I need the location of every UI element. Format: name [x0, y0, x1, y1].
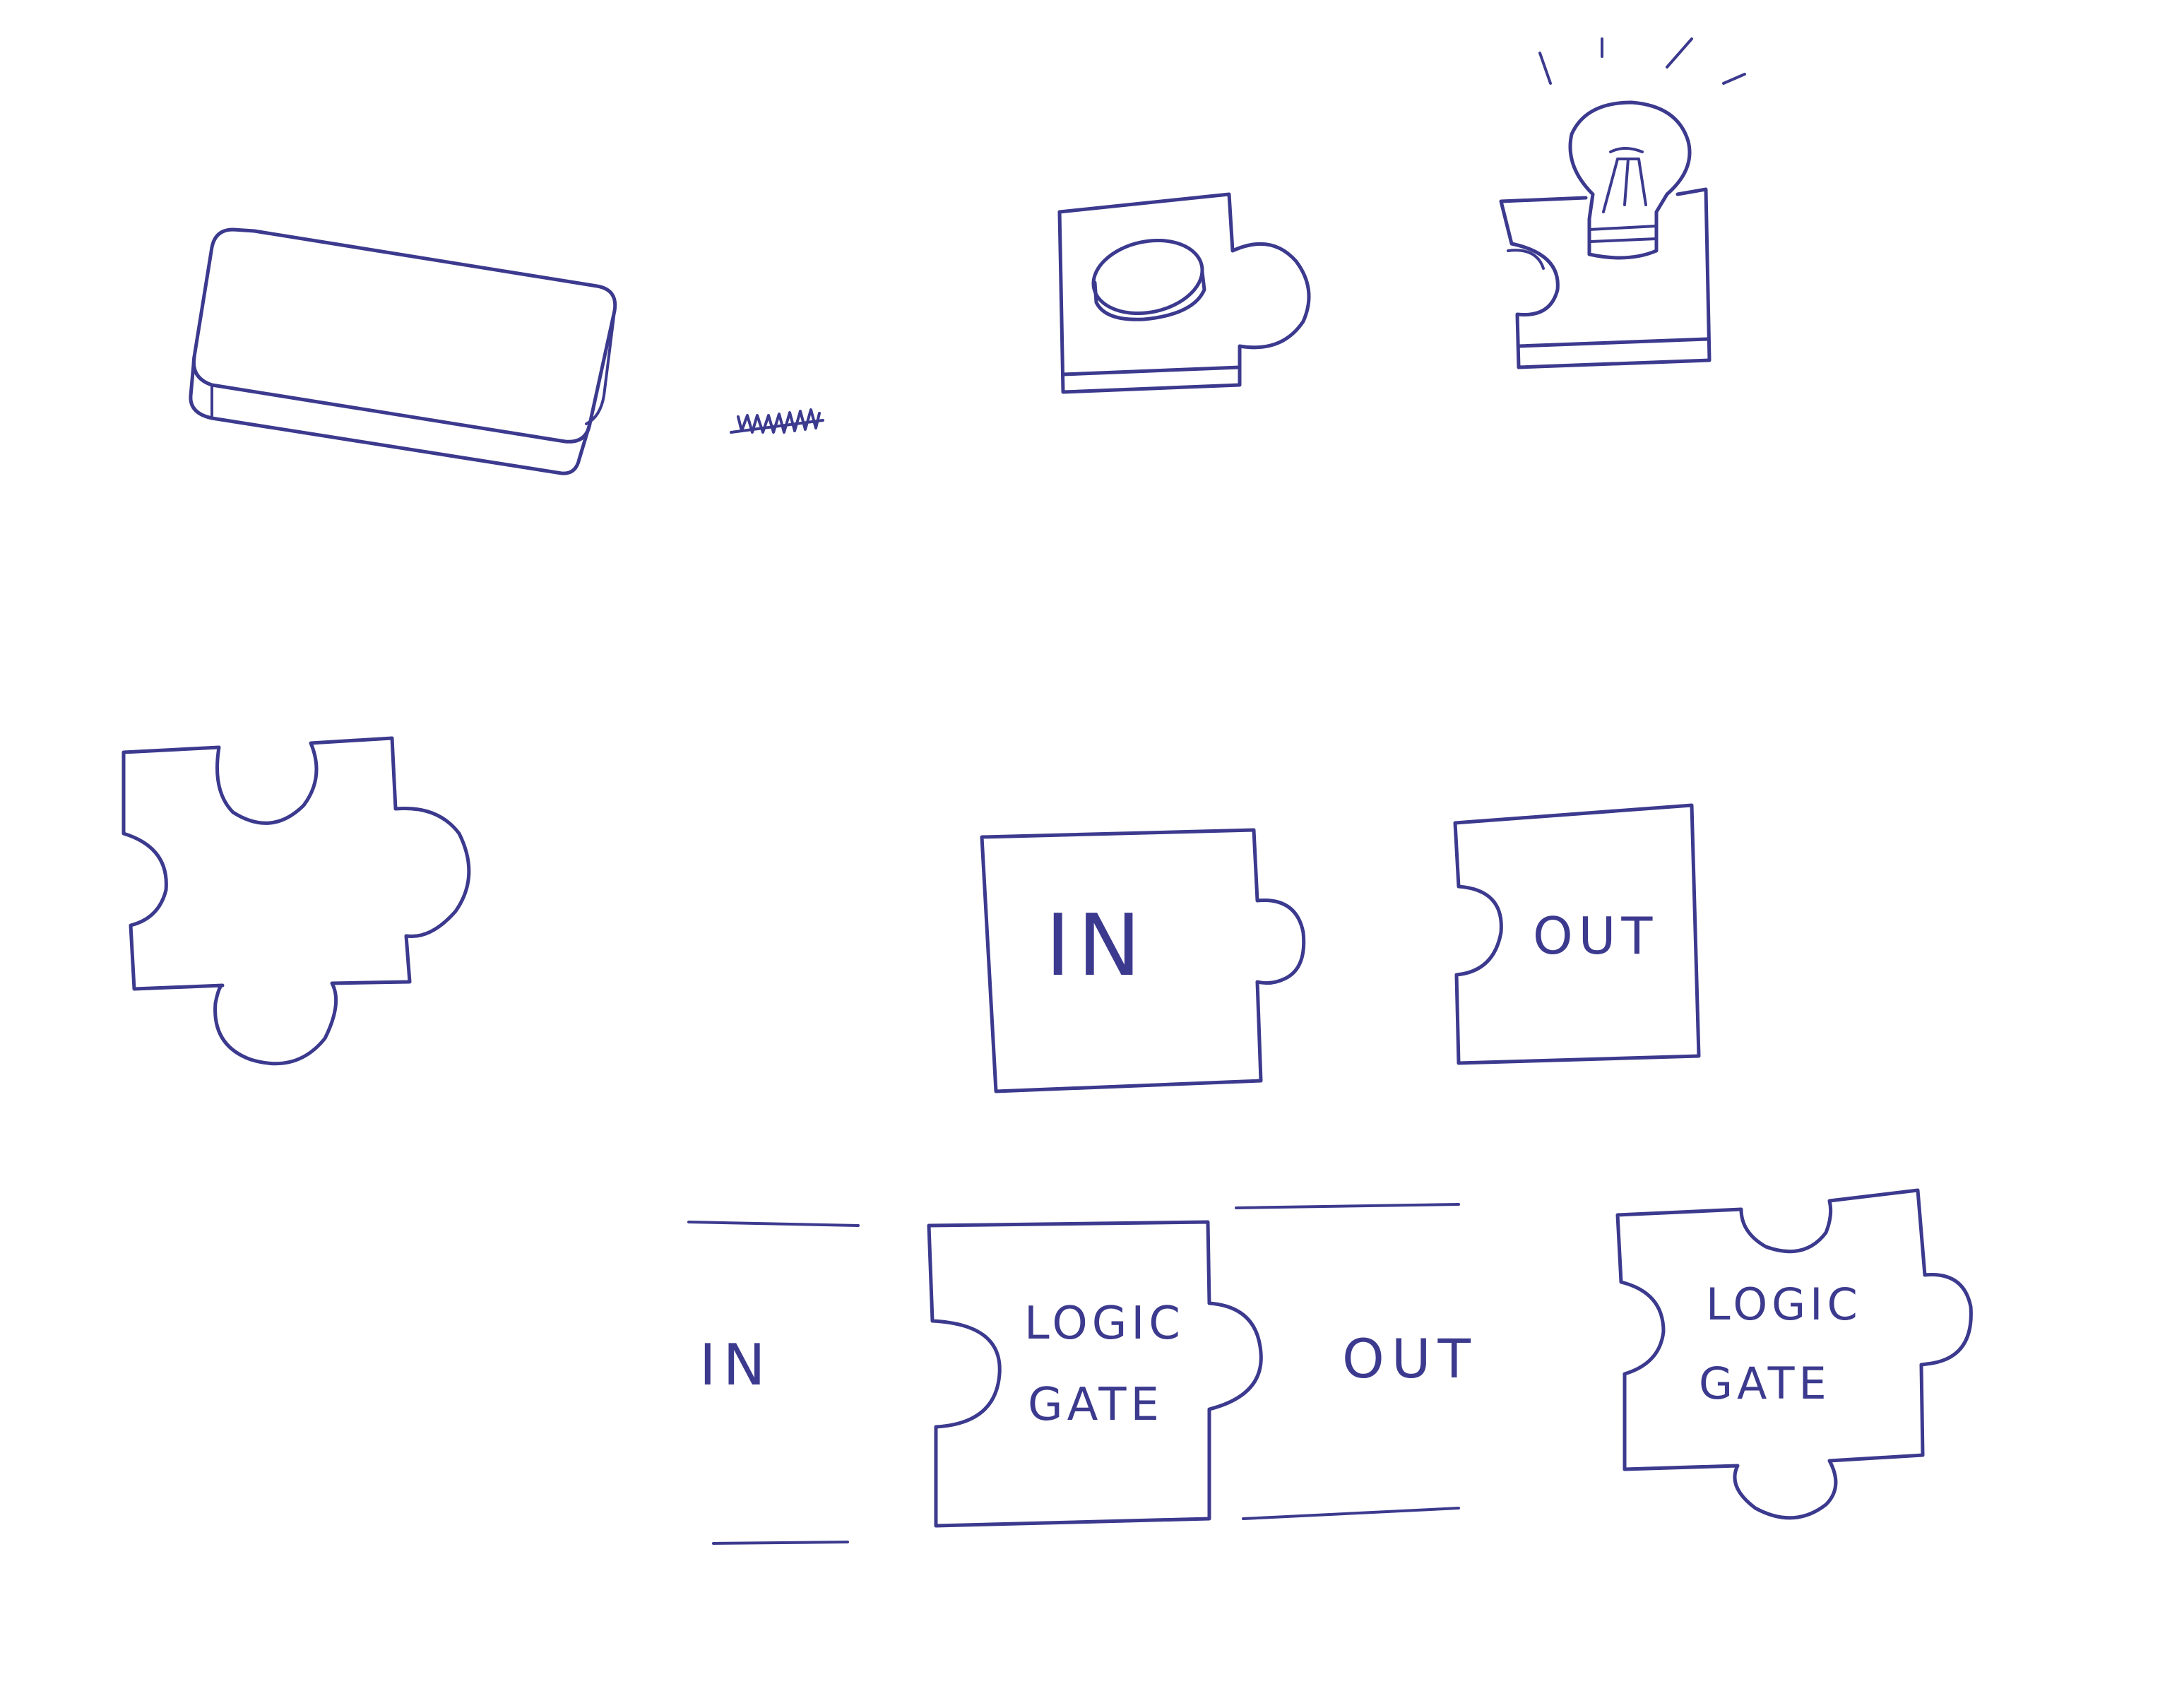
logic-gate-piece-line1: LOGIC: [1706, 1279, 1862, 1330]
lightbulb-puzzle-block-icon: [1499, 37, 1746, 369]
in-strip: IN: [687, 1221, 860, 1545]
logic-gate-block: LOGIC GATE: [927, 1220, 1263, 1528]
logic-gate-puzzle-piece: LOGIC GATE: [1615, 1188, 1973, 1520]
out-label: OUT: [1533, 906, 1658, 966]
in-puzzle-block: IN: [980, 828, 1306, 1093]
logic-gate-piece-line2: GATE: [1699, 1358, 1831, 1409]
out-strip-label: OUT: [1342, 1327, 1478, 1390]
logic-gate-line2: GATE: [1028, 1379, 1163, 1431]
blank-puzzle-piece-icon: [121, 736, 471, 1066]
out-strip: OUT: [1235, 1203, 1478, 1520]
logic-gate-line1: LOGIC: [1024, 1298, 1185, 1350]
out-puzzle-block: OUT: [1453, 803, 1701, 1065]
blank-block-icon: [189, 227, 617, 475]
in-strip-label: IN: [699, 1332, 772, 1398]
button-puzzle-block-icon: [1057, 192, 1311, 394]
spring-scribble-icon: [730, 408, 824, 434]
in-label: IN: [1045, 897, 1148, 995]
